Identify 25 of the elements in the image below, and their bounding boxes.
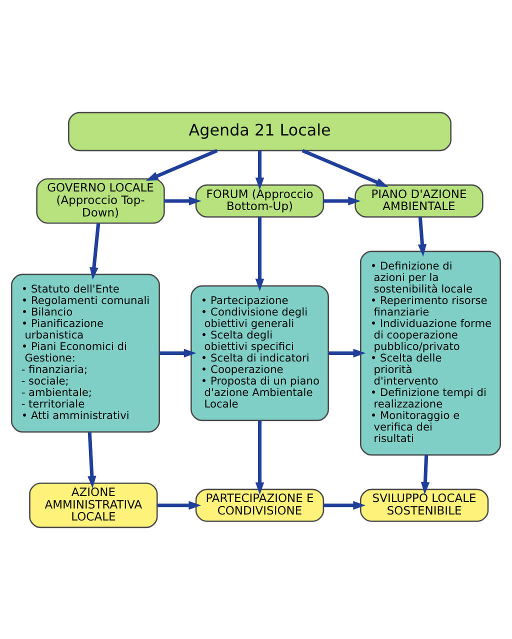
arrow — [418, 216, 427, 256]
node-box: • Statuto dell'Ente • Regolamenti comunali • Bilancio • Pianificazione urbanistica • Piani Economici di Gestione: - finanziaria; - sociale; - ambientale; - territoriale • Atti amministrativi — [10, 273, 160, 432]
node-box: • Definizione di azioni per la sostenibilità locale • Reperimento risorse finanziarie • Individuazione forme di cooperazione pubblico/privato • Scelta delle priorità d'intervento • Definizione tempi di realizzazione • Monitoraggio e verifica dei risultati — [360, 250, 502, 456]
node-box: FORUM (Approccio Bottom-Up) — [195, 184, 324, 218]
node-box: SVILUPPO LOCALE SOSTENIBILE — [360, 488, 489, 522]
arrow — [255, 216, 264, 291]
node-box: AZIONE AMMINISTRATIVA LOCALE — [29, 482, 158, 528]
node-box: PARTECIPAZIONE E CONDIVISIONE — [195, 488, 324, 522]
arrow — [324, 500, 366, 510]
arrow — [157, 500, 202, 510]
node-box: • Partecipazione • Condivisione degli obiettivi generali • Scelta degli obiettivi specifici • Scelta di indicatori • Cooperazione • Proposta di un piano d'azione Ambientale Locale — [190, 284, 329, 421]
arrow — [420, 454, 430, 494]
node-box: PIANO D'AZIONE AMBIENTALE — [354, 184, 484, 218]
arrow — [160, 348, 196, 358]
arrow — [328, 348, 366, 358]
node-box: Agenda 21 Locale — [68, 111, 452, 151]
arrow — [324, 196, 361, 205]
arrow — [255, 420, 264, 494]
arrow — [302, 148, 388, 187]
arrow — [164, 196, 202, 205]
arrow — [90, 222, 100, 280]
arrow — [146, 148, 218, 180]
node-box: GOVERNO LOCALE (Approccio Top-Down) — [36, 178, 165, 224]
arrow — [255, 150, 264, 190]
arrow — [88, 432, 96, 488]
